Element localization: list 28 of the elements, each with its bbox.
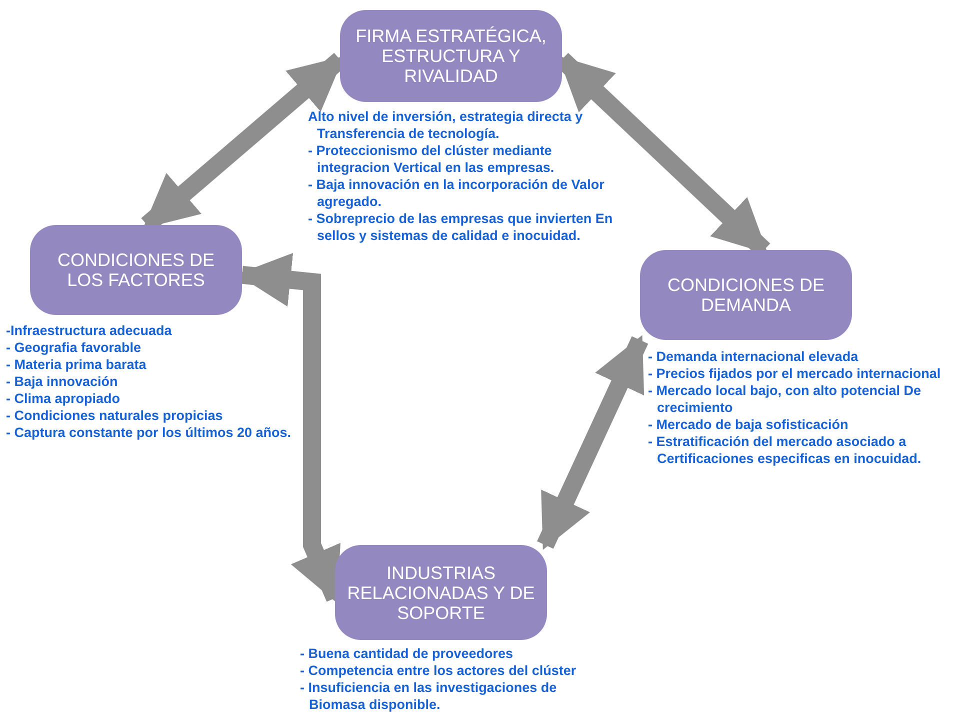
bullet-item: - Insuficiencia en las investigaciones de Biomasa disponible. — [300, 679, 558, 713]
bullet-item: - Baja innovación — [6, 373, 119, 390]
bullet-item: - Buena cantidad de proveedores — [300, 645, 514, 662]
bullet-item: - Proteccionismo del clúster mediante integracion Vertical en las empresas. — [308, 142, 556, 176]
bullet-item: - Captura constante por los últimos 20 años. — [6, 424, 292, 441]
bullet-item: - Mercado de baja sofisticación — [648, 416, 850, 433]
bullet-item: - Estratificación del mercado asociado a Certificaciones especificas en inocuidad. — [648, 433, 922, 467]
bullet-item: - Geografia favorable — [6, 339, 142, 356]
bullet-item: - Demanda internacional elevada — [648, 348, 860, 365]
double-arrow — [537, 335, 648, 550]
bullet-item: - Mercado local bajo, con alto potencial De crecimiento — [648, 382, 922, 416]
bullet-item: - Competencia entre los actores del clúster — [300, 662, 578, 679]
bullet-item: - Sobreprecio de las empresas que invierten En sellos y sistemas de calidad e inocuidad. — [308, 210, 614, 244]
bullet-item: - Materia prima barata — [6, 356, 148, 373]
heading-text: INDUSTRIAS RELACIONADAS Y DE SOPORTE — [346, 562, 536, 622]
heading-box — [30, 225, 242, 315]
heading-text: CONDICIONES DE LOS FACTORES — [56, 250, 216, 290]
heading-box — [335, 545, 547, 640]
heading-box — [640, 250, 852, 340]
bullet-item: -Infraestructura adecuada — [6, 322, 173, 339]
bullet-item: - Clima apropiado — [6, 390, 122, 407]
heading-box — [340, 10, 562, 102]
bullet-item: - Baja innovación en la incorporación de Valor agregado. — [308, 176, 606, 210]
heading-text: FIRMA ESTRATÉGICA, ESTRUCTURA Y RIVALIDAD — [354, 26, 548, 86]
bullet-item: - Precios fijados por el mercado internacional — [648, 365, 942, 382]
bullet-item: Alto nivel de inversión, estrategia directa y Transferencia de tecnología. — [308, 108, 584, 142]
heading-text: CONDICIONES DE DEMANDA — [666, 275, 826, 315]
bullet-item: - Condiciones naturales propicias — [6, 407, 224, 424]
